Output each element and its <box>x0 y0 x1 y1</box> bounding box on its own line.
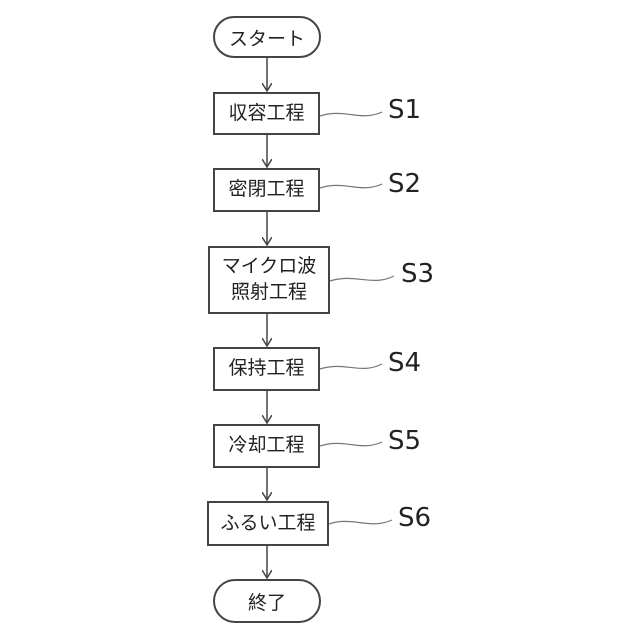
step-s1-label: 収容工程 <box>228 101 304 127</box>
end-label: 終了 <box>248 588 286 615</box>
step-ref-s5: S5 <box>388 426 421 456</box>
end-terminal: 終了 <box>213 579 321 623</box>
step-ref-s6: S6 <box>398 503 431 533</box>
leader-line-s6 <box>329 520 392 524</box>
step-ref-s1: S1 <box>388 95 421 125</box>
step-s4-box: 保持工程 <box>213 347 320 391</box>
leader-line-s2 <box>320 184 382 188</box>
step-s2-box: 密閉工程 <box>213 168 320 212</box>
step-s1-box: 収容工程 <box>213 92 320 135</box>
step-s2-label: 密閉工程 <box>228 177 304 203</box>
step-s3-box: マイクロ波 照射工程 <box>208 246 330 314</box>
start-label: スタート <box>229 24 305 51</box>
step-s6-box: ふるい工程 <box>207 501 329 546</box>
step-ref-s2: S2 <box>388 169 421 199</box>
step-ref-s4: S4 <box>388 348 421 378</box>
step-s5-label: 冷却工程 <box>228 433 304 459</box>
step-s3-label: マイクロ波 照射工程 <box>222 254 317 305</box>
step-ref-s3: S3 <box>401 259 434 289</box>
step-s6-label: ふるい工程 <box>220 511 315 537</box>
leader-line-s3 <box>330 276 394 281</box>
leader-line-s5 <box>320 442 382 446</box>
leader-line-s4 <box>320 364 382 369</box>
step-s4-label: 保持工程 <box>228 356 304 382</box>
step-s5-box: 冷却工程 <box>213 424 320 468</box>
leader-line-s1 <box>320 112 382 116</box>
start-terminal: スタート <box>213 16 321 58</box>
